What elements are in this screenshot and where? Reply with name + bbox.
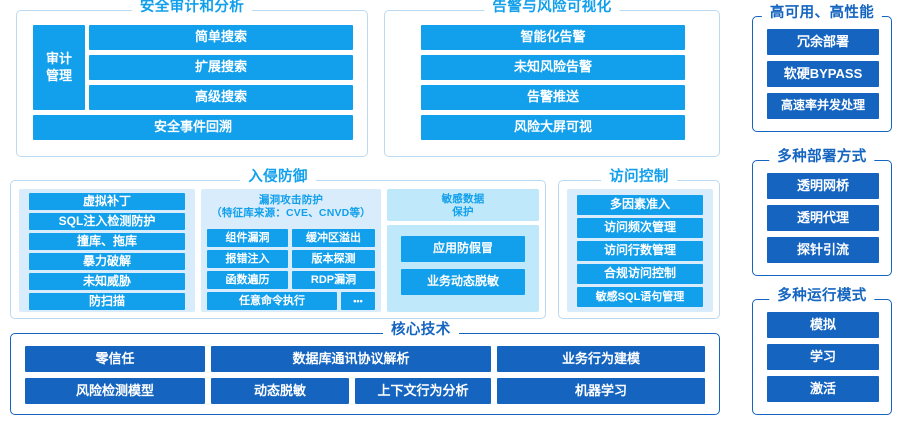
- panel-access-control-title: 访问控制: [601, 170, 677, 185]
- item-unknown-threat[interactable]: 未知威胁: [29, 273, 185, 290]
- item-activation-mode[interactable]: 激活: [767, 376, 879, 402]
- sensitive-data-label: 敏感数据 保护: [387, 193, 539, 219]
- item-virtual-patch[interactable]: 虚拟补丁: [29, 193, 185, 210]
- panel-high-availability-title: 高可用、高性能: [761, 6, 883, 21]
- panel-alarm-risk: 告警与风险可视化 智能化告警 未知风险告警 告警推送 风险大屏可视: [384, 0, 720, 157]
- item-transparent-bridge[interactable]: 透明网桥: [767, 173, 879, 199]
- item-access-rows-mgmt[interactable]: 访问行数管理: [577, 241, 703, 261]
- panel-security-audit: 安全审计和分析 审计 管理 简单搜索 扩展搜索 高级搜索 安全事件回溯: [16, 0, 368, 157]
- item-soft-hard-bypass[interactable]: 软硬BYPASS: [767, 61, 879, 87]
- item-rdp-vulnerability[interactable]: RDP漏洞: [292, 271, 375, 289]
- panel-core-tech-title: 核心技术: [383, 323, 459, 338]
- item-alarm-push[interactable]: 告警推送: [421, 85, 685, 110]
- vuln-label-line1: 漏洞攻击防护: [258, 194, 324, 206]
- item-more-vulnerabilities[interactable]: •••: [341, 292, 375, 310]
- item-db-protocol-parsing[interactable]: 数据库通讯协议解析: [211, 346, 491, 372]
- item-unknown-risk-alarm[interactable]: 未知风险告警: [421, 55, 685, 80]
- item-probe-diversion[interactable]: 探针引流: [767, 237, 879, 263]
- vuln-label-line2: （特征库来源：CVE、CNVD等）: [211, 207, 371, 220]
- item-risk-detection-model[interactable]: 风险检测模型: [25, 378, 205, 404]
- panel-deployment-modes: 多种部署方式 透明网桥 透明代理 探针引流: [752, 150, 892, 276]
- item-simulation-mode[interactable]: 模拟: [767, 312, 879, 338]
- item-risk-bigscreen[interactable]: 风险大屏可视: [421, 115, 685, 140]
- panel-running-modes: 多种运行模式 模拟 学习 激活: [752, 289, 892, 415]
- item-business-behavior-modeling[interactable]: 业务行为建模: [497, 346, 705, 372]
- panel-running-modes-title: 多种运行模式: [769, 289, 875, 304]
- item-redundant-deployment[interactable]: 冗余部署: [767, 29, 879, 55]
- item-security-event-traceback[interactable]: 安全事件回溯: [33, 115, 353, 140]
- item-buffer-overflow[interactable]: 缓冲区溢出: [292, 229, 375, 247]
- item-version-detection[interactable]: 版本探测: [292, 250, 375, 268]
- item-multifactor-access[interactable]: 多因素准入: [577, 195, 703, 215]
- panel-intrusion-defense: 入侵防御 虚拟补丁 SQL注入检测防护 撞库、拖库 暴力破解 未知威胁 防扫描 …: [10, 170, 546, 319]
- item-dynamic-desensitization[interactable]: 业务动态脱敏: [401, 269, 525, 295]
- item-access-frequency-mgmt[interactable]: 访问频次管理: [577, 218, 703, 238]
- panel-high-availability: 高可用、高性能 冗余部署 软硬BYPASS 高速率并发处理: [752, 6, 892, 132]
- panel-intrusion-defense-title: 入侵防御: [240, 170, 316, 185]
- item-error-injection[interactable]: 报错注入: [207, 250, 288, 268]
- panel-deployment-modes-title: 多种部署方式: [769, 150, 875, 165]
- item-sql-injection-protection[interactable]: SQL注入检测防护: [29, 213, 185, 230]
- item-compliance-access-control[interactable]: 合规访问控制: [577, 264, 703, 284]
- item-dynamic-masking[interactable]: 动态脱敏: [211, 378, 349, 404]
- item-arbitrary-command-execution[interactable]: 任意命令执行: [207, 292, 337, 310]
- audit-management-label[interactable]: 审计 管理: [33, 25, 85, 110]
- item-learning-mode[interactable]: 学习: [767, 344, 879, 370]
- vulnerability-protection-label: 漏洞攻击防护 （特征库来源：CVE、CNVD等）: [203, 194, 379, 220]
- item-high-speed-concurrency[interactable]: 高速率并发处理: [767, 93, 879, 119]
- item-intelligent-alarm[interactable]: 智能化告警: [421, 25, 685, 50]
- item-sensitive-sql-mgmt[interactable]: 敏感SQL语句管理: [577, 287, 703, 307]
- item-transparent-proxy[interactable]: 透明代理: [767, 205, 879, 231]
- item-brute-force[interactable]: 暴力破解: [29, 253, 185, 270]
- panel-alarm-risk-title: 告警与风险可视化: [484, 0, 620, 15]
- sensitive-data-label-box: [387, 189, 539, 221]
- item-zero-trust[interactable]: 零信任: [25, 346, 205, 372]
- item-anti-scan[interactable]: 防扫描: [29, 293, 185, 310]
- item-credential-stuffing[interactable]: 撞库、拖库: [29, 233, 185, 250]
- item-component-vulnerability[interactable]: 组件漏洞: [207, 229, 288, 247]
- panel-security-audit-title: 安全审计和分析: [131, 0, 253, 15]
- sensitive-label-line1: 敏感数据: [441, 193, 485, 205]
- item-machine-learning[interactable]: 机器学习: [497, 378, 705, 404]
- item-context-behavior-analysis[interactable]: 上下文行为分析: [355, 378, 491, 404]
- item-extended-search[interactable]: 扩展搜索: [89, 55, 353, 80]
- sensitive-label-line2: 保护: [452, 206, 474, 219]
- item-function-traversal[interactable]: 函数遍历: [207, 271, 288, 289]
- item-advanced-search[interactable]: 高级搜索: [89, 85, 353, 110]
- audit-management-text: 审计 管理: [45, 51, 72, 83]
- panel-core-tech: 核心技术 零信任 数据库通讯协议解析 业务行为建模 风险检测模型 动态脱敏 上下…: [10, 323, 720, 415]
- item-simple-search[interactable]: 简单搜索: [89, 25, 353, 50]
- item-app-anti-counterfeit[interactable]: 应用防假冒: [401, 236, 525, 262]
- panel-access-control: 访问控制 多因素准入 访问频次管理 访问行数管理 合规访问控制 敏感SQL语句管…: [558, 170, 720, 319]
